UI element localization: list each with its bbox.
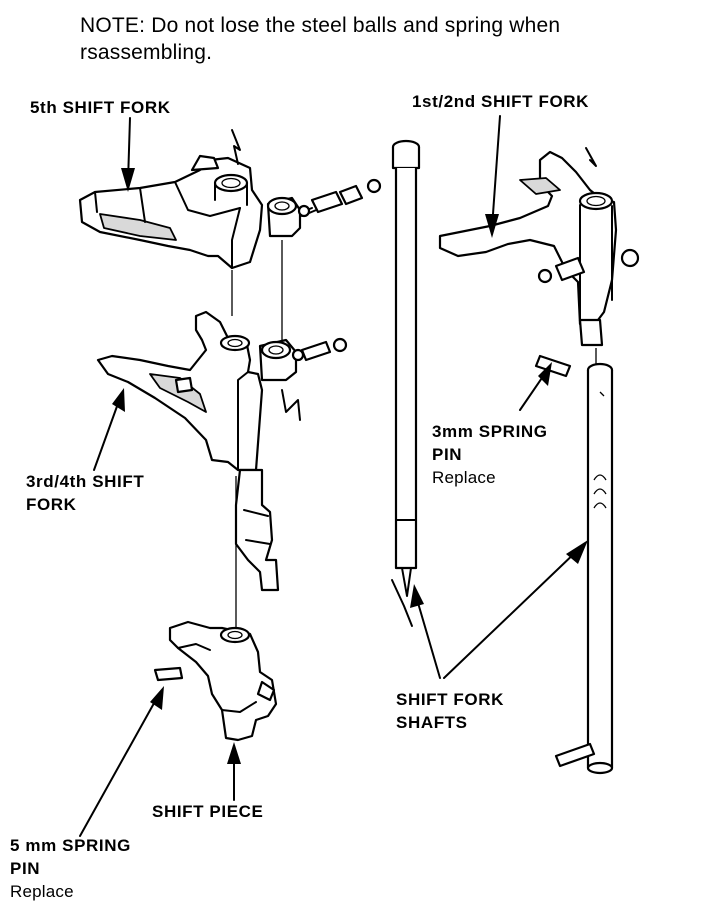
label-shift-fork-shafts-line2: SHAFTS — [396, 713, 468, 732]
shift-piece — [153, 620, 278, 742]
first-second-shift-fork — [438, 150, 640, 347]
label-third-fourth-line1: 3rd/4th SHIFT — [26, 472, 145, 491]
first-second-fork-pointer — [491, 115, 501, 229]
label-spring-pin-5mm-line1: 5 mm SPRING — [10, 836, 131, 855]
third-fourth-fork-pointer — [93, 397, 121, 471]
note-lead: NOTE: — [80, 14, 146, 37]
spring-pin-5mm-pointer — [79, 695, 159, 837]
label-shift-fork-shafts-line1: SHIFT FORK — [396, 690, 504, 709]
label-spring-pin-5mm: 5 mm SPRING PIN Replace — [10, 834, 131, 903]
note-body: Do not lose the steel balls and spring w… — [80, 14, 561, 64]
right-shaft-spring-pin — [554, 742, 596, 768]
label-spring-pin-3mm-line2: PIN — [432, 445, 463, 464]
label-shift-piece: SHIFT PIECE — [152, 802, 264, 821]
third-fourth-detent-assembly — [258, 337, 348, 382]
center-shift-fork-shaft — [391, 139, 421, 597]
shift-fork-shafts-pointer-right — [443, 547, 581, 679]
label-spring-pin-5mm-note: Replace — [10, 882, 74, 901]
label-spring-pin-3mm-note: Replace — [432, 468, 496, 487]
right-shift-fork-shaft — [586, 362, 614, 775]
fifth-shift-fork — [78, 154, 264, 270]
label-third-fourth-shift-fork: 3rd/4th SHIFT FORK — [26, 470, 144, 516]
label-shift-fork-shafts: SHIFT FORK SHAFTS — [396, 688, 504, 734]
label-spring-pin-3mm: 3mm SPRING PIN Replace — [432, 420, 548, 489]
note-text: NOTE: Do not lose the steel balls and sp… — [80, 12, 680, 66]
third-fourth-shift-fork — [96, 310, 280, 592]
label-first-second-shift-fork: 1st/2nd SHIFT FORK — [412, 92, 590, 111]
label-spring-pin-5mm-line2: PIN — [10, 859, 41, 878]
fifth-detent-assembly — [266, 178, 382, 238]
label-spring-pin-3mm-line1: 3mm SPRING — [432, 422, 548, 441]
label-third-fourth-line2: FORK — [26, 495, 77, 514]
spring-pin-3mm — [534, 354, 572, 378]
label-fifth-shift-fork: 5th SHIFT FORK — [30, 98, 171, 117]
shift-fork-shafts-pointer-left — [415, 595, 441, 679]
